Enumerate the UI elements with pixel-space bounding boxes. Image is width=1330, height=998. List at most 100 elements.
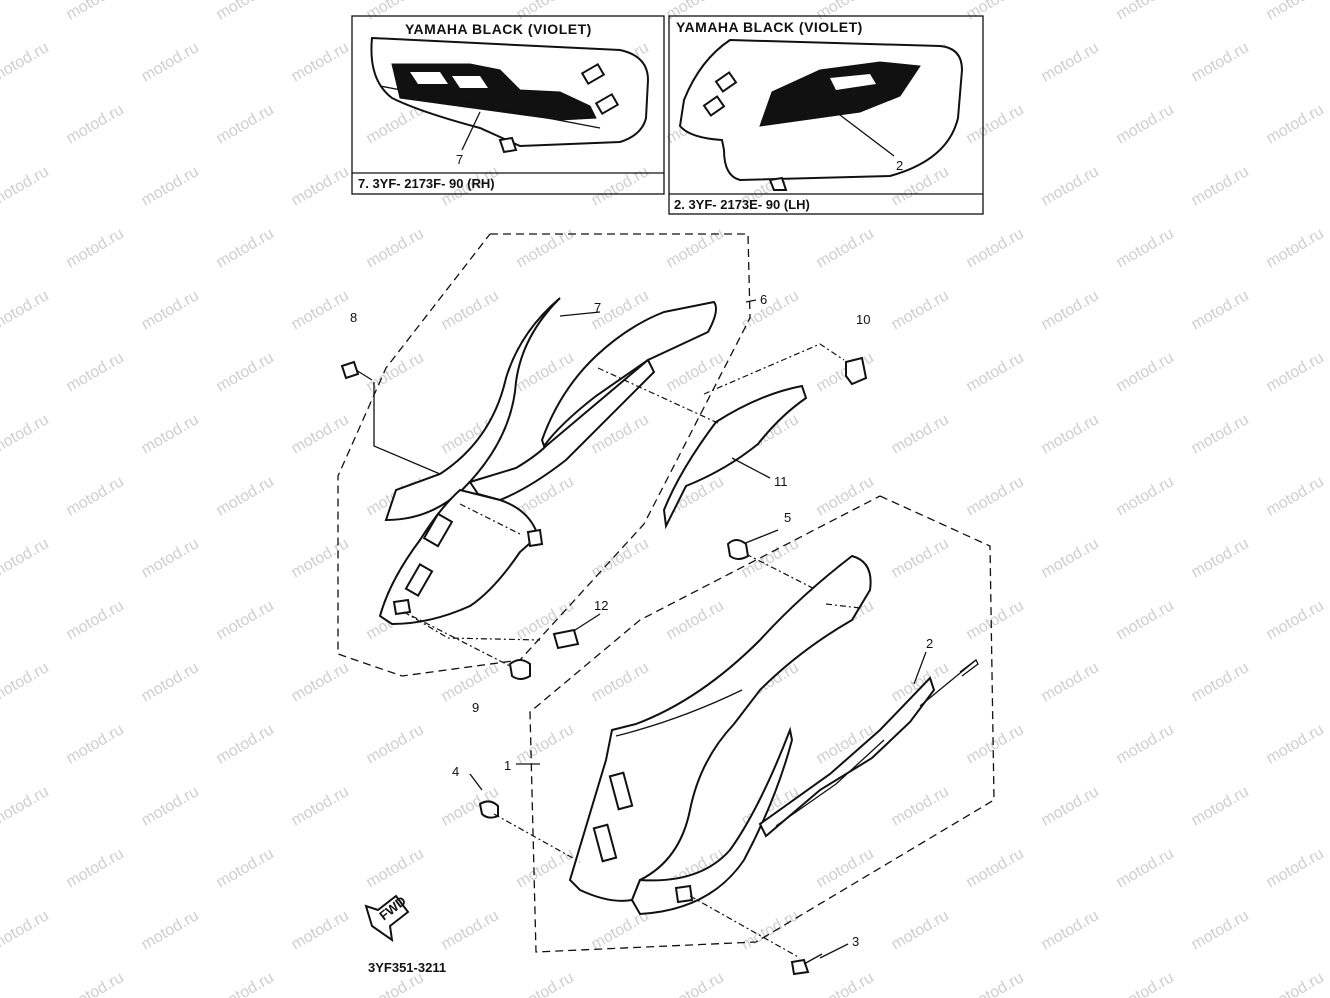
watermark-text: motod.ru <box>1264 0 1327 23</box>
watermark-text: motod.ru <box>889 411 952 457</box>
watermark-text: motod.ru <box>964 225 1027 271</box>
decal-2 <box>758 676 936 838</box>
watermark-text: motod.ru <box>889 783 952 829</box>
watermark-text: motod.ru <box>64 225 127 271</box>
watermark-text: motod.ru <box>1264 349 1327 395</box>
callout-9: 9 <box>472 700 479 715</box>
watermark-text: motod.ru <box>1114 225 1177 271</box>
watermark-text: motod.ru <box>589 163 652 209</box>
watermark-text: motod.ru <box>64 597 127 643</box>
side-cover-1-lower <box>630 726 794 916</box>
watermark-text: motod.ru <box>814 225 877 271</box>
watermark-text: motod.ru <box>514 0 577 23</box>
inset-rh-callout: 7 <box>456 152 463 167</box>
watermark-text: motod.ru <box>1039 907 1102 953</box>
watermark-text: motod.ru <box>664 597 727 643</box>
watermark-text: motod.ru <box>1264 225 1327 271</box>
watermark-text: motod.ru <box>814 473 877 519</box>
inset-rh-frame <box>351 15 665 195</box>
watermark-text: motod.ru <box>1264 597 1327 643</box>
watermark-text: motod.ru <box>214 0 277 23</box>
watermark-text: motod.ru <box>439 907 502 953</box>
watermark-text: motod.ru <box>664 225 727 271</box>
watermark-text: motod.ru <box>739 907 802 953</box>
watermark-text: motod.ru <box>964 969 1027 998</box>
watermark-text: motod.ru <box>514 225 577 271</box>
fwd-arrow-icon: FWD <box>364 893 410 943</box>
inset-rh-title: YAMAHA BLACK (VIOLET) <box>405 21 592 37</box>
watermark-text: motod.ru <box>289 783 352 829</box>
damper-5 <box>726 539 750 560</box>
watermark-text: motod.ru <box>1114 0 1177 23</box>
watermark-text: motod.ru <box>139 163 202 209</box>
callout-6: 6 <box>760 292 767 307</box>
watermark-text: motod.ru <box>1039 39 1102 85</box>
watermark-text: motod.ru <box>964 721 1027 767</box>
bolt-8 <box>340 360 373 381</box>
watermark-text: motod.ru <box>1189 163 1252 209</box>
inset-rh: YAMAHA BLACK (VIOLET) 7. 3YF- 2173F- 90 … <box>351 15 665 195</box>
watermark-text: motod.ru <box>0 39 52 85</box>
watermark-text: motod.ru <box>1114 969 1177 998</box>
watermark-text: motod.ru <box>64 473 127 519</box>
watermark-text: motod.ru <box>289 163 352 209</box>
inset-lh-emblem <box>759 61 921 127</box>
watermark-text: motod.ru <box>64 969 127 998</box>
watermark-text: motod.ru <box>1264 473 1327 519</box>
watermark-text: motod.ru <box>64 101 127 147</box>
watermark-text: motod.ru <box>139 659 202 705</box>
watermark-text: motod.ru <box>1189 535 1252 581</box>
inset-rh-stripe-line <box>379 85 601 129</box>
watermark-text: motod.ru <box>214 101 277 147</box>
side-cover-1 <box>568 554 872 902</box>
watermark-text: motod.ru <box>0 535 52 581</box>
callout-5: 5 <box>784 510 791 525</box>
watermark-text: motod.ru <box>0 907 52 953</box>
watermark-text: motod.ru <box>889 287 952 333</box>
watermark-text: motod.ru <box>139 287 202 333</box>
watermark-text: motod.ru <box>889 535 952 581</box>
rh-group-outline <box>337 233 751 677</box>
watermark-text: motod.ru <box>214 721 277 767</box>
watermark-text: motod.ru <box>1189 783 1252 829</box>
screw-3 <box>790 953 823 976</box>
watermark-text: motod.ru <box>1189 907 1252 953</box>
watermark-text: motod.ru <box>1264 845 1327 891</box>
watermark-text: motod.ru <box>139 411 202 457</box>
watermark-text: motod.ru <box>364 225 427 271</box>
watermark-text: motod.ru <box>964 597 1027 643</box>
watermark-text: motod.ru <box>1189 659 1252 705</box>
inset-lh: YAMAHA BLACK (VIOLET) 2. 3YF- 2173E- 90 … <box>668 15 984 215</box>
watermark-text: motod.ru <box>1189 39 1252 85</box>
watermark-text: motod.ru <box>1114 101 1177 147</box>
watermark-text: motod.ru <box>139 907 202 953</box>
watermark-text: motod.ru <box>1264 721 1327 767</box>
watermark-text: motod.ru <box>0 783 52 829</box>
inset-lh-frame <box>668 15 984 215</box>
diagram-code: 3YF351-3211 <box>368 960 446 975</box>
watermark-text: motod.ru <box>214 845 277 891</box>
watermark-text: motod.ru <box>289 535 352 581</box>
watermark-text: motod.ru <box>1039 659 1102 705</box>
watermark-text: motod.ru <box>214 597 277 643</box>
watermark-text: motod.ru <box>364 845 427 891</box>
watermark-text: motod.ru <box>964 0 1027 23</box>
watermark-text: motod.ru <box>364 721 427 767</box>
watermark-text: motod.ru <box>1264 969 1327 998</box>
watermark-text: motod.ru <box>739 287 802 333</box>
callout-7: 7 <box>594 300 601 315</box>
decal-7 <box>384 297 561 522</box>
watermark-text: motod.ru <box>889 907 952 953</box>
watermark-text: motod.ru <box>0 163 52 209</box>
watermark-text: motod.ru <box>0 287 52 333</box>
watermark-text: motod.ru <box>1114 349 1177 395</box>
inset-lh-code: 2. 3YF- 2173E- 90 (LH) <box>674 197 810 212</box>
watermark-text: motod.ru <box>64 349 127 395</box>
watermark-text: motod.ru <box>514 969 577 998</box>
watermark-text: motod.ru <box>214 969 277 998</box>
watermark-text: motod.ru <box>814 969 877 998</box>
tail-piece-11 <box>662 384 808 530</box>
watermark-text: motod.ru <box>1264 101 1327 147</box>
